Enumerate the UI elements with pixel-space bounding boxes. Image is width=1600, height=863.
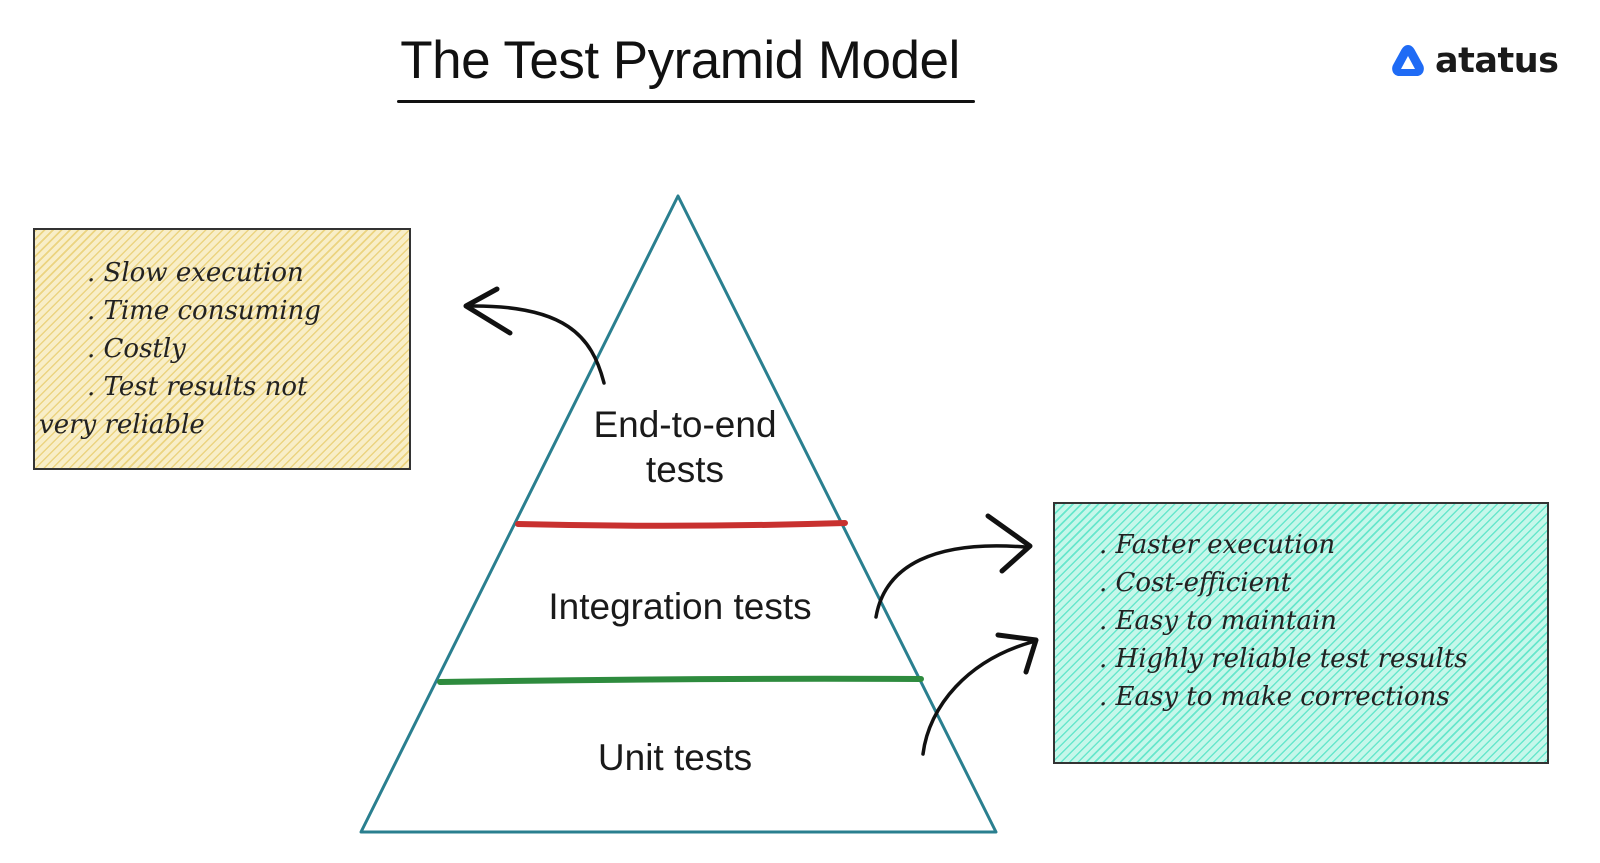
note-right-item: . Faster execution <box>1099 530 1336 560</box>
arrowhead-integration <box>985 513 1033 574</box>
page-title: The Test Pyramid Model <box>400 31 960 90</box>
note-left: . Slow execution . Time consuming . Cost… <box>33 228 411 470</box>
note-right-item: . Highly reliable test results <box>1099 644 1468 674</box>
arrowhead-unit <box>995 632 1039 675</box>
arrowhead-left <box>463 286 513 336</box>
divider-green <box>437 675 924 685</box>
arrow-unit-to-right-note <box>921 640 1034 756</box>
note-left-item: . Time consuming <box>87 296 321 326</box>
pyramid-outline <box>359 194 998 834</box>
arrow-integration-to-right-note <box>874 544 1027 619</box>
layer-unit: Unit tests <box>597 737 753 778</box>
note-right-item: . Cost-efficient <box>1099 568 1292 598</box>
layer-end-to-end-line1: End-to-end <box>593 404 777 445</box>
note-left-item: . Costly <box>87 334 186 364</box>
note-left-item: very reliable <box>39 410 205 440</box>
brand-logo: atatus <box>1390 40 1559 82</box>
note-right-item: . Easy to make corrections <box>1099 682 1450 712</box>
logo-text: atatus <box>1435 41 1559 81</box>
layer-end-to-end: End-to-end tests <box>560 402 810 492</box>
arrow-to-left-note <box>468 304 606 385</box>
note-left-item: . Slow execution <box>87 258 304 288</box>
divider-red <box>515 520 848 529</box>
layer-integration: Integration tests <box>548 586 812 627</box>
note-right: . Faster execution . Cost-efficient . Ea… <box>1053 502 1549 764</box>
layer-end-to-end-line2: tests <box>645 449 725 490</box>
note-right-item: . Easy to maintain <box>1099 606 1337 636</box>
note-left-item: . Test results not <box>87 372 308 402</box>
title-underline <box>397 100 975 103</box>
atatus-logo-icon <box>1392 45 1424 76</box>
